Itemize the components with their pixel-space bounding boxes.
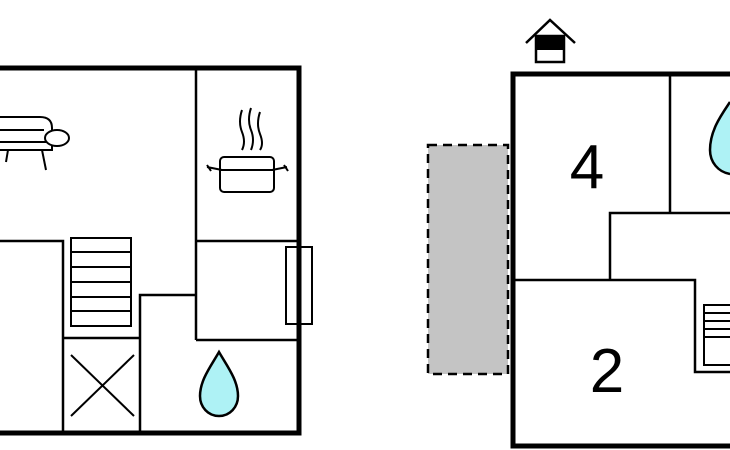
room-wall bbox=[0, 239, 65, 433]
bedroom2-wall bbox=[513, 278, 730, 374]
left-floor bbox=[0, 65, 313, 436]
stairs-icon bbox=[703, 304, 730, 366]
right-floor: 4 2 bbox=[426, 18, 730, 449]
stairs-icon bbox=[70, 237, 132, 327]
cooking-pot-icon bbox=[206, 107, 289, 193]
entrance-house-icon bbox=[525, 18, 576, 64]
left-outer-wall bbox=[0, 65, 302, 436]
room-label-bedroom-4: 4 bbox=[570, 133, 604, 202]
void-cross-icon bbox=[70, 354, 135, 417]
bathroom-drop-icon bbox=[708, 101, 730, 176]
terrace-area bbox=[426, 143, 510, 376]
right-outer-wall bbox=[510, 71, 730, 449]
window-icon bbox=[285, 246, 313, 325]
sofa-icon bbox=[0, 116, 70, 171]
room-label-bedroom-2: 2 bbox=[590, 337, 624, 406]
hall-wall bbox=[608, 211, 730, 280]
bathroom-drop-icon bbox=[198, 349, 240, 418]
bath-wall bbox=[138, 293, 196, 433]
